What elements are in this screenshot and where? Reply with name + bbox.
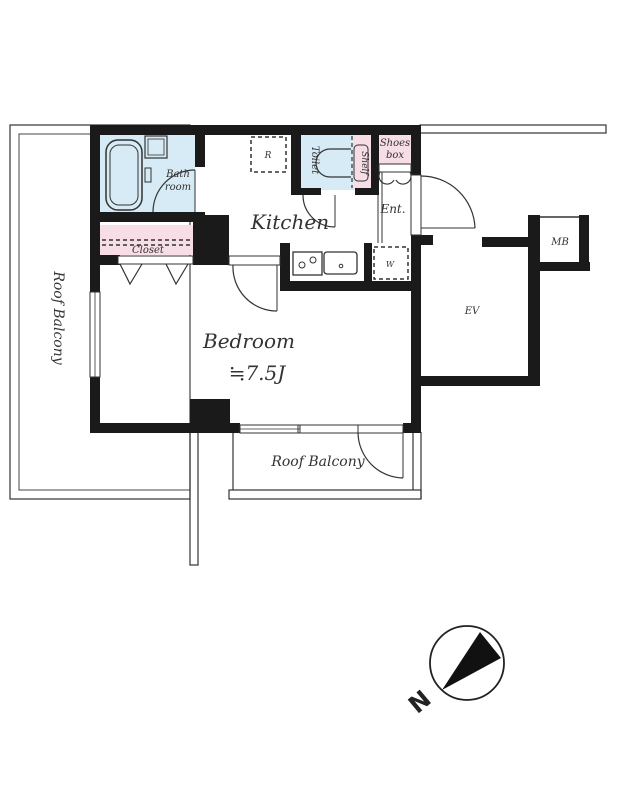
bathroom-label-1: Bath bbox=[165, 169, 190, 180]
roof-balcony-front bbox=[228, 432, 422, 500]
roof-balcony-side-label: Roof Balcony bbox=[50, 270, 66, 365]
bedroom-sliding-window bbox=[239, 424, 404, 479]
bedroom-door bbox=[228, 255, 281, 312]
shoes-box-floor bbox=[379, 134, 411, 164]
elevator-label: EV bbox=[464, 306, 481, 317]
closet-doors-icon bbox=[119, 263, 189, 286]
parapet-post bbox=[189, 431, 199, 566]
meter-box-label: MB bbox=[550, 237, 569, 248]
shelf-label: Shelf bbox=[359, 151, 369, 176]
walls bbox=[90, 125, 590, 433]
kitchen-sink-icon bbox=[323, 251, 358, 275]
toilet-label: Toilet bbox=[309, 146, 320, 175]
refrigerator-label: R bbox=[264, 151, 272, 161]
stove-icon bbox=[292, 251, 323, 276]
bedroom-label: Bedroom bbox=[202, 329, 295, 353]
bedroom-side-window bbox=[89, 291, 101, 378]
parapet-top bbox=[419, 124, 607, 134]
shoes-box-label-2: box bbox=[386, 150, 404, 161]
closet-label: Closet bbox=[132, 245, 165, 256]
bedroom-area: ≒7.5J bbox=[229, 361, 287, 385]
shelf-floor bbox=[353, 134, 371, 190]
kitchen-label: Kitchen bbox=[250, 210, 329, 234]
bathroom-label-2: room bbox=[165, 182, 191, 193]
washer-space bbox=[373, 246, 409, 280]
roof-balcony-front-label: Roof Balcony bbox=[270, 454, 365, 470]
bathroom-floor bbox=[100, 134, 195, 214]
north-compass-icon: N bbox=[403, 625, 505, 719]
toilet-icon bbox=[315, 136, 369, 188]
washer-label: W bbox=[386, 260, 395, 269]
refrigerator-space bbox=[250, 136, 287, 173]
front-door bbox=[410, 174, 476, 236]
shoes-box-label-1: Shoes bbox=[380, 138, 410, 149]
entrance-label: Ent. bbox=[379, 202, 405, 216]
bath-sink-icon bbox=[144, 135, 168, 183]
bathtub-icon bbox=[105, 139, 143, 211]
north-label: N bbox=[403, 685, 436, 719]
